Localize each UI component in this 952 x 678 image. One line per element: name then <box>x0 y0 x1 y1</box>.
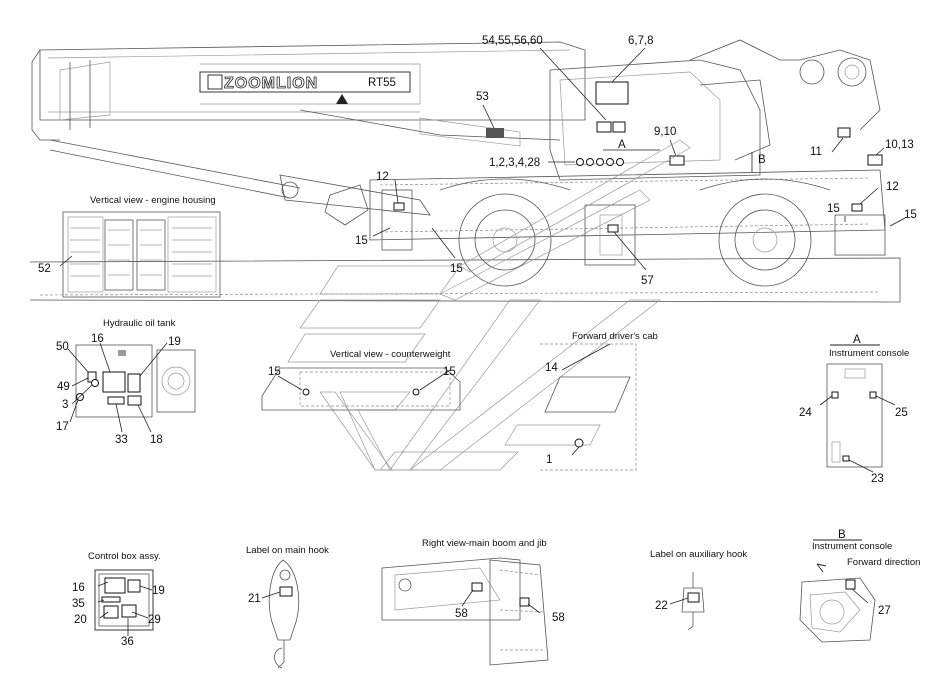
callout-15-outrigger-mid: 15 <box>450 263 463 275</box>
callout-24: 24 <box>799 407 812 419</box>
callout-52: 52 <box>38 263 51 275</box>
callout-20: 20 <box>74 614 87 626</box>
callout-14: 14 <box>545 362 558 374</box>
callout-50: 50 <box>56 341 69 353</box>
callout-1-2-3-4-28: 1,2,3,4,28 <box>489 157 540 169</box>
callout-58-right: 58 <box>552 612 565 624</box>
drivers-cab-view: Forward driver's cab <box>540 331 658 471</box>
callout-58-left: 58 <box>455 608 468 620</box>
aux-hook-title: Label on auxiliary hook <box>650 549 747 560</box>
counterweight-view: Vertical view - counterweight <box>261 349 461 411</box>
crane-leaders <box>372 47 906 271</box>
callout-16-control: 16 <box>72 582 85 594</box>
callout-36: 36 <box>121 636 134 648</box>
callout-6-7-8: 6,7,8 <box>628 35 654 47</box>
callout-29: 29 <box>148 614 161 626</box>
callout-27: 27 <box>878 605 891 617</box>
crane-tags <box>393 81 883 233</box>
instrument-console-b: B Instrument console Forward direction <box>799 529 920 643</box>
callout-54-55-56-60: 54,55,56,60 <box>482 35 543 47</box>
callout-35: 35 <box>72 598 85 610</box>
callout-49: 49 <box>57 381 70 393</box>
callout-3: 3 <box>62 399 68 411</box>
callout-10-13: 10,13 <box>885 139 914 151</box>
console-b-title: Instrument console <box>812 541 892 552</box>
callout-16-tank: 16 <box>91 333 104 345</box>
console-a-title: Instrument console <box>829 348 909 359</box>
forward-direction-label: Forward direction <box>847 557 920 568</box>
callout-15-outrigger-left: 15 <box>355 235 368 247</box>
crane-side-view: ZOOMLION RT55 <box>29 39 901 303</box>
callout-33: 33 <box>115 434 128 446</box>
console-b-letter: B <box>838 529 846 541</box>
callout-21: 21 <box>248 593 261 605</box>
callout-23: 23 <box>871 473 884 485</box>
engine-housing-title: Vertical view - engine housing <box>90 195 216 206</box>
callout-22: 22 <box>655 600 668 612</box>
model-badge: RT55 <box>368 77 396 89</box>
control-box-view: Control box assy. <box>88 551 161 636</box>
callout-b-marker: B <box>758 154 766 166</box>
main-boom-title: Right view-main boom and jib <box>422 538 547 549</box>
callout-labels: 54,55,56,60 6,7,8 53 9,10 A 1,2,3,4,28 1… <box>38 35 917 648</box>
callout-53: 53 <box>476 91 489 103</box>
callout-a-marker: A <box>618 139 626 151</box>
engine-housing-view: Vertical view - engine housing <box>59 195 221 298</box>
brand-logo: ZOOMLION <box>224 75 318 92</box>
control-box-title: Control box assy. <box>88 551 161 562</box>
callout-17: 17 <box>56 421 69 433</box>
callout-9-10: 9,10 <box>654 126 676 138</box>
console-a-letter: A <box>853 334 861 346</box>
callout-1-cab: 1 <box>546 454 552 466</box>
callout-15-counterweight-left: 15 <box>268 366 281 378</box>
drivers-cab-title: Forward driver's cab <box>572 331 658 342</box>
callout-18: 18 <box>150 434 163 446</box>
counterweight-title: Vertical view - counterweight <box>330 349 451 360</box>
hydraulic-tank-view: Hydraulic oil tank <box>67 318 196 433</box>
callout-15-counterweight-right: 15 <box>443 366 456 378</box>
callout-11: 11 <box>810 146 822 158</box>
callout-12-right: 12 <box>886 181 899 193</box>
instrument-console-a: A Instrument console <box>819 334 909 473</box>
aux-hook-view: Label on auxiliary hook <box>650 549 747 631</box>
hydraulic-tank-title: Hydraulic oil tank <box>103 318 176 329</box>
callout-57: 57 <box>641 275 654 287</box>
callout-19-control: 19 <box>152 585 165 597</box>
callout-15-outrigger-right: 15 <box>827 203 840 215</box>
callout-12-left: 12 <box>376 171 389 183</box>
callout-25: 25 <box>895 407 908 419</box>
callout-15-outrigger-far-right: 15 <box>904 209 917 221</box>
main-hook-title: Label on main hook <box>246 545 329 556</box>
main-boom-view: Right view-main boom and jib <box>381 538 549 666</box>
callout-19-tank: 19 <box>168 336 181 348</box>
main-hook-view: Label on main hook <box>246 545 329 669</box>
perspective-bands <box>287 139 691 471</box>
